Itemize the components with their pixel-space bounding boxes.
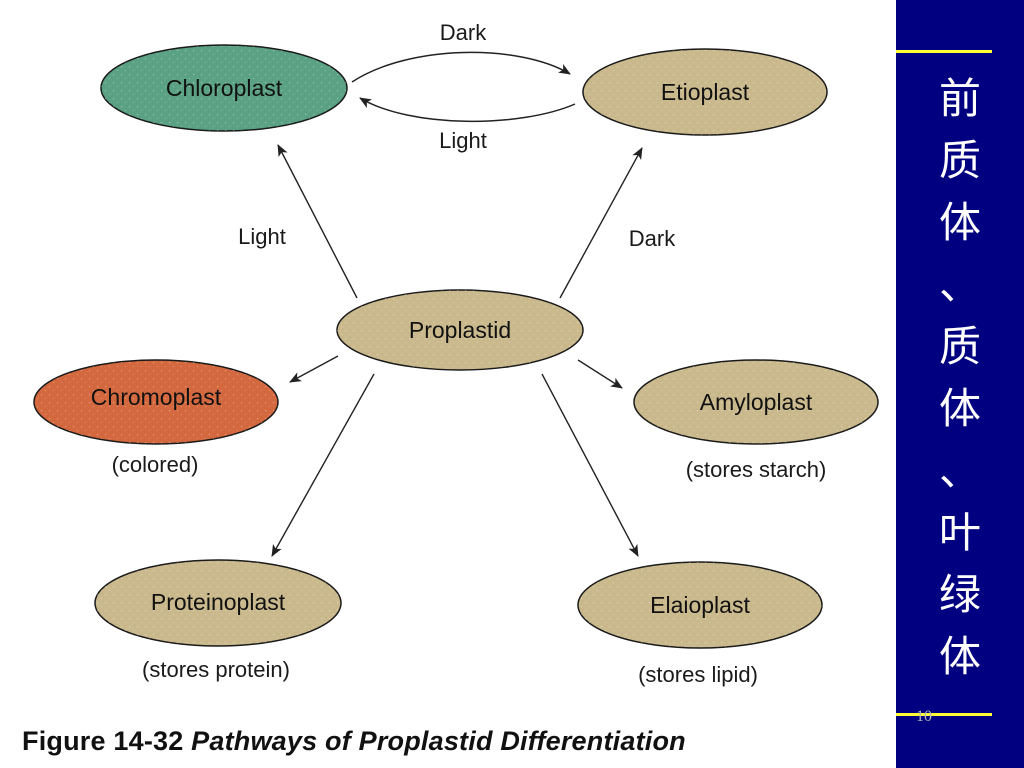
edge-chloroplast-to-etioplast bbox=[351, 51, 571, 83]
edge-proplastid-to-amyloplast bbox=[577, 359, 623, 389]
node-elaioplast: Elaioplast (stores lipid) bbox=[577, 561, 823, 687]
sidebar-char: 、 bbox=[938, 260, 981, 309]
amyloplast-texture bbox=[634, 360, 878, 444]
edge-etioplast-to-chloroplast bbox=[359, 97, 576, 122]
edge-label-light-bottom: Light bbox=[439, 128, 487, 153]
edge-labels: Dark Light Light Dark bbox=[238, 20, 676, 251]
sidebar-char: 体 bbox=[938, 384, 981, 433]
plastid-differentiation-diagram: Dark Light Light Dark Chloroplast Etiopl… bbox=[22, 20, 879, 757]
node-chloroplast: Chloroplast bbox=[100, 44, 348, 132]
edge-label-dark-top: Dark bbox=[440, 20, 487, 45]
edges bbox=[271, 51, 643, 557]
chromoplast-texture bbox=[34, 360, 278, 444]
sidebar-char: 、 bbox=[938, 446, 981, 495]
sidebar-char: 质 bbox=[938, 322, 981, 371]
sidebar-bottom-rule bbox=[896, 713, 992, 716]
edge-proplastid-to-elaioplast bbox=[541, 373, 639, 557]
sidebar-char: 前 bbox=[938, 74, 981, 123]
node-proplastid: Proplastid bbox=[336, 289, 584, 371]
chloroplast-texture bbox=[101, 45, 347, 131]
sidebar-char: 绿 bbox=[938, 570, 981, 619]
edge-proplastid-to-proteinoplast bbox=[271, 373, 375, 557]
node-chromoplast: Chromoplast (colored) bbox=[33, 359, 279, 477]
edge-proplastid-to-etioplast bbox=[559, 147, 643, 299]
elaioplast-label: Elaioplast bbox=[650, 592, 750, 618]
etioplast-label: Etioplast bbox=[661, 79, 750, 105]
page-number: 10 bbox=[916, 708, 932, 725]
edge-proplastid-to-chloroplast bbox=[277, 144, 358, 299]
proteinoplast-note: (stores protein) bbox=[142, 657, 290, 682]
edge-label-light-left: Light bbox=[238, 224, 286, 249]
amyloplast-label: Amyloplast bbox=[700, 389, 813, 415]
node-amyloplast: Amyloplast (stores starch) bbox=[633, 359, 879, 482]
sidebar-char: 质 bbox=[938, 136, 981, 185]
amyloplast-note: (stores starch) bbox=[686, 457, 827, 482]
sidebar-char: 体 bbox=[938, 632, 981, 681]
node-proteinoplast: Proteinoplast (stores protein) bbox=[94, 559, 342, 682]
figure-title: Pathways of Proplastid Differentiation bbox=[191, 726, 686, 756]
figure-number: Figure 14-32 bbox=[22, 726, 184, 756]
proteinoplast-label: Proteinoplast bbox=[151, 589, 286, 615]
proteinoplast-texture bbox=[95, 560, 341, 646]
sidebar-title: 前 质 体 、 质 体 、 叶 绿 体 bbox=[896, 68, 1024, 688]
sidebar-char: 叶 bbox=[938, 508, 981, 557]
node-etioplast: Etioplast bbox=[582, 48, 828, 136]
edge-label-dark-right: Dark bbox=[629, 226, 676, 251]
sidebar-char: 体 bbox=[938, 198, 981, 247]
elaioplast-note: (stores lipid) bbox=[638, 662, 758, 687]
diagram-canvas: Dark Light Light Dark Chloroplast Etiopl… bbox=[33, 20, 879, 687]
chromoplast-note: (colored) bbox=[112, 452, 199, 477]
figure-caption: Figure 14-32 Pathways of Proplastid Diff… bbox=[22, 726, 686, 757]
sidebar-top-rule bbox=[896, 50, 992, 53]
proplastid-label: Proplastid bbox=[409, 317, 511, 343]
edge-proplastid-to-chromoplast bbox=[289, 355, 339, 383]
chloroplast-label: Chloroplast bbox=[166, 75, 283, 101]
proplastid-texture bbox=[337, 290, 583, 370]
elaioplast-texture bbox=[578, 562, 822, 648]
chromoplast-label: Chromoplast bbox=[91, 384, 222, 410]
slide-sidebar: 前 质 体 、 质 体 、 叶 绿 体 bbox=[896, 0, 1024, 768]
etioplast-texture bbox=[583, 49, 827, 135]
